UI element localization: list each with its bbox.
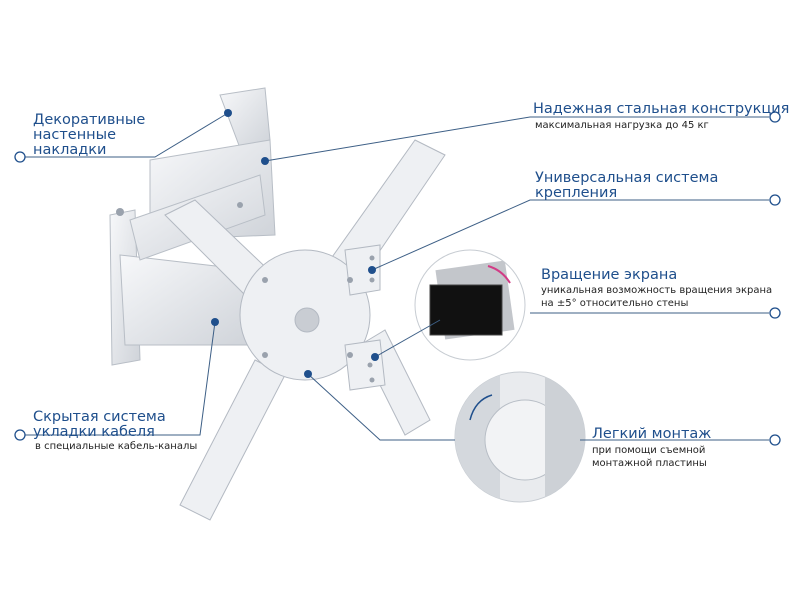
callout-cable-title: Скрытая система укладки кабеля — [33, 410, 166, 440]
callout-rotation-title: Вращение экрана — [541, 267, 678, 283]
title-line: укладки кабеля — [33, 424, 155, 440]
callout-cable-subtitle: в специальные кабель-каналы — [35, 441, 198, 452]
title-line: Скрытая система — [33, 409, 166, 425]
title-line: Декоративные — [33, 112, 146, 128]
title-line: крепления — [535, 185, 618, 201]
callout-steel-title: Надежная стальная конструкция — [533, 101, 790, 117]
callout-steel-subtitle: максимальная нагрузка до 45 кг — [535, 120, 709, 131]
title-line: накладки — [33, 142, 107, 158]
subtitle-line: на ±5° относительно стены — [541, 298, 689, 309]
subtitle-line: уникальная возможность вращения экрана — [541, 285, 773, 296]
callout-rotation-subtitle: уникальная возможность вращения экрана н… — [541, 284, 772, 310]
callout-anchor-dots — [211, 109, 379, 378]
callout-decorative-title: Декоративные настенные накладки — [33, 113, 145, 158]
title-line: настенные — [33, 127, 117, 143]
callout-easy-mount-subtitle: при помощи съемной монтажной пластины — [592, 444, 707, 470]
callout-universal-title: Универсальная система крепления — [535, 171, 718, 201]
rotation-detail-lens — [414, 249, 526, 361]
callout-end-circles — [14, 111, 781, 446]
vesa-plate — [164, 139, 446, 521]
wall-bracket — [109, 87, 276, 366]
subtitle-line: при помощи съемной — [592, 445, 706, 456]
callout-easy-mount-title: Легкий монтаж — [592, 426, 712, 442]
easy-mount-detail-lens — [454, 371, 586, 503]
leader-lines — [25, 112, 769, 441]
subtitle-line: монтажной пластины — [592, 458, 707, 469]
title-line: Универсальная система — [535, 170, 719, 186]
